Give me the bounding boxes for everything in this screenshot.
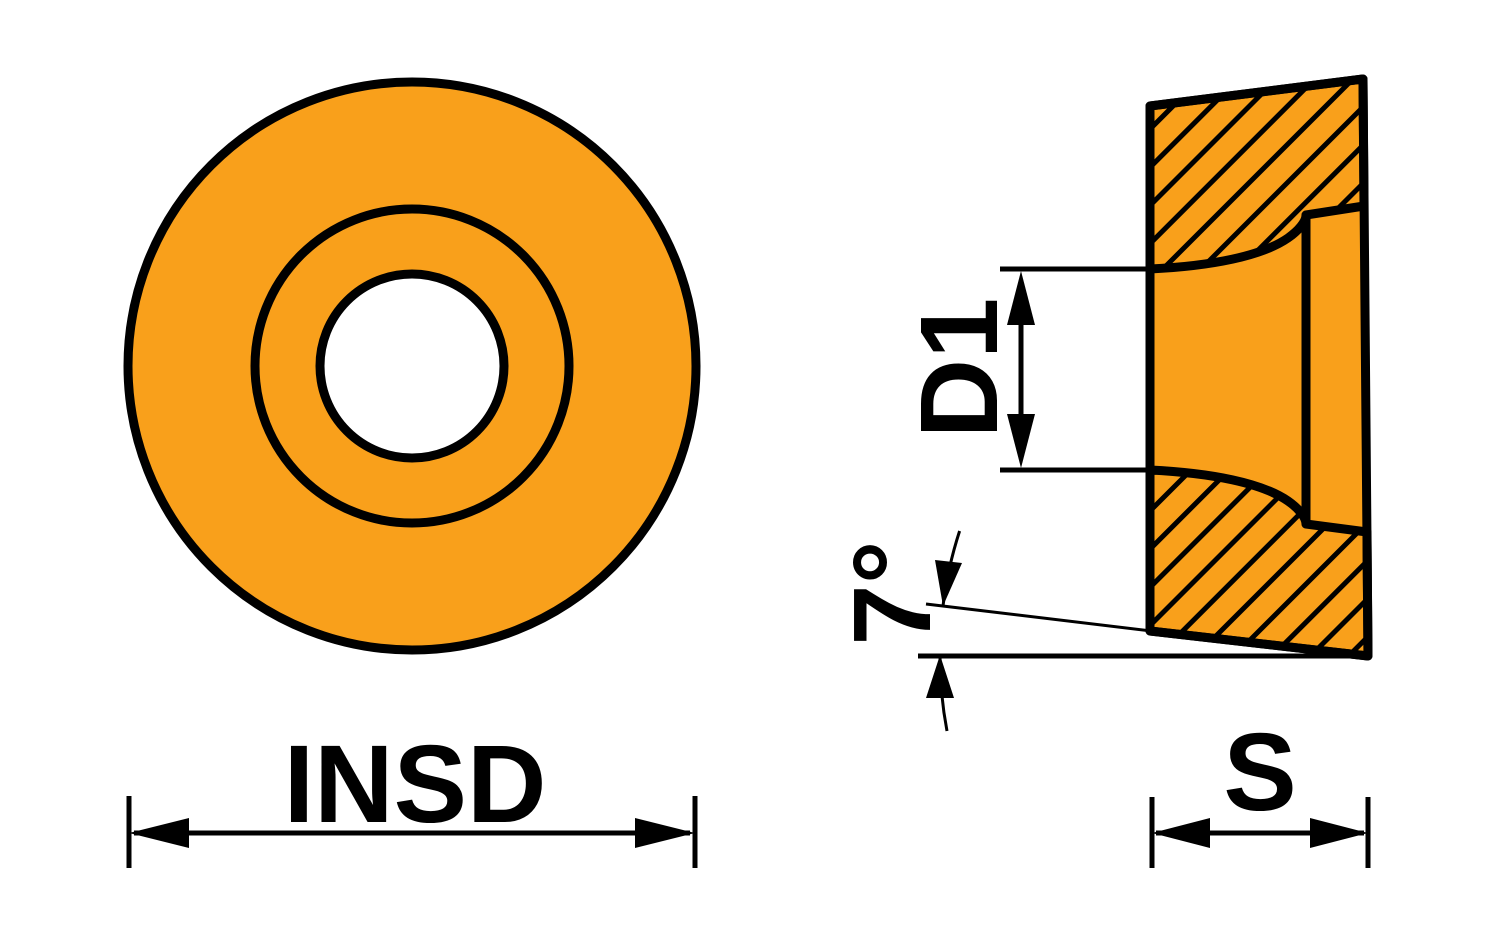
s-label: S (1223, 711, 1296, 834)
front-view (123, 77, 701, 655)
arrowhead-up (1007, 271, 1035, 325)
arrowhead-left (129, 818, 189, 848)
arrowhead-down (1007, 414, 1035, 468)
angle-dimension: 7° (831, 530, 962, 732)
arrowhead-left (1152, 818, 1210, 848)
center-hole (315, 269, 509, 463)
insd-label: INSD (284, 723, 547, 846)
arrowhead-right (635, 818, 695, 848)
d1-label: D1 (898, 298, 1021, 439)
section-view (918, 74, 1373, 661)
angle-label: 7° (831, 540, 954, 645)
arrowhead-right (1310, 818, 1368, 848)
insd-dimension: INSD (126, 723, 698, 868)
arrowhead-upper (935, 560, 962, 606)
s-dimension: S (1149, 711, 1371, 868)
arrowhead-lower (926, 655, 954, 698)
d1-dimension: D1 (898, 266, 1146, 473)
